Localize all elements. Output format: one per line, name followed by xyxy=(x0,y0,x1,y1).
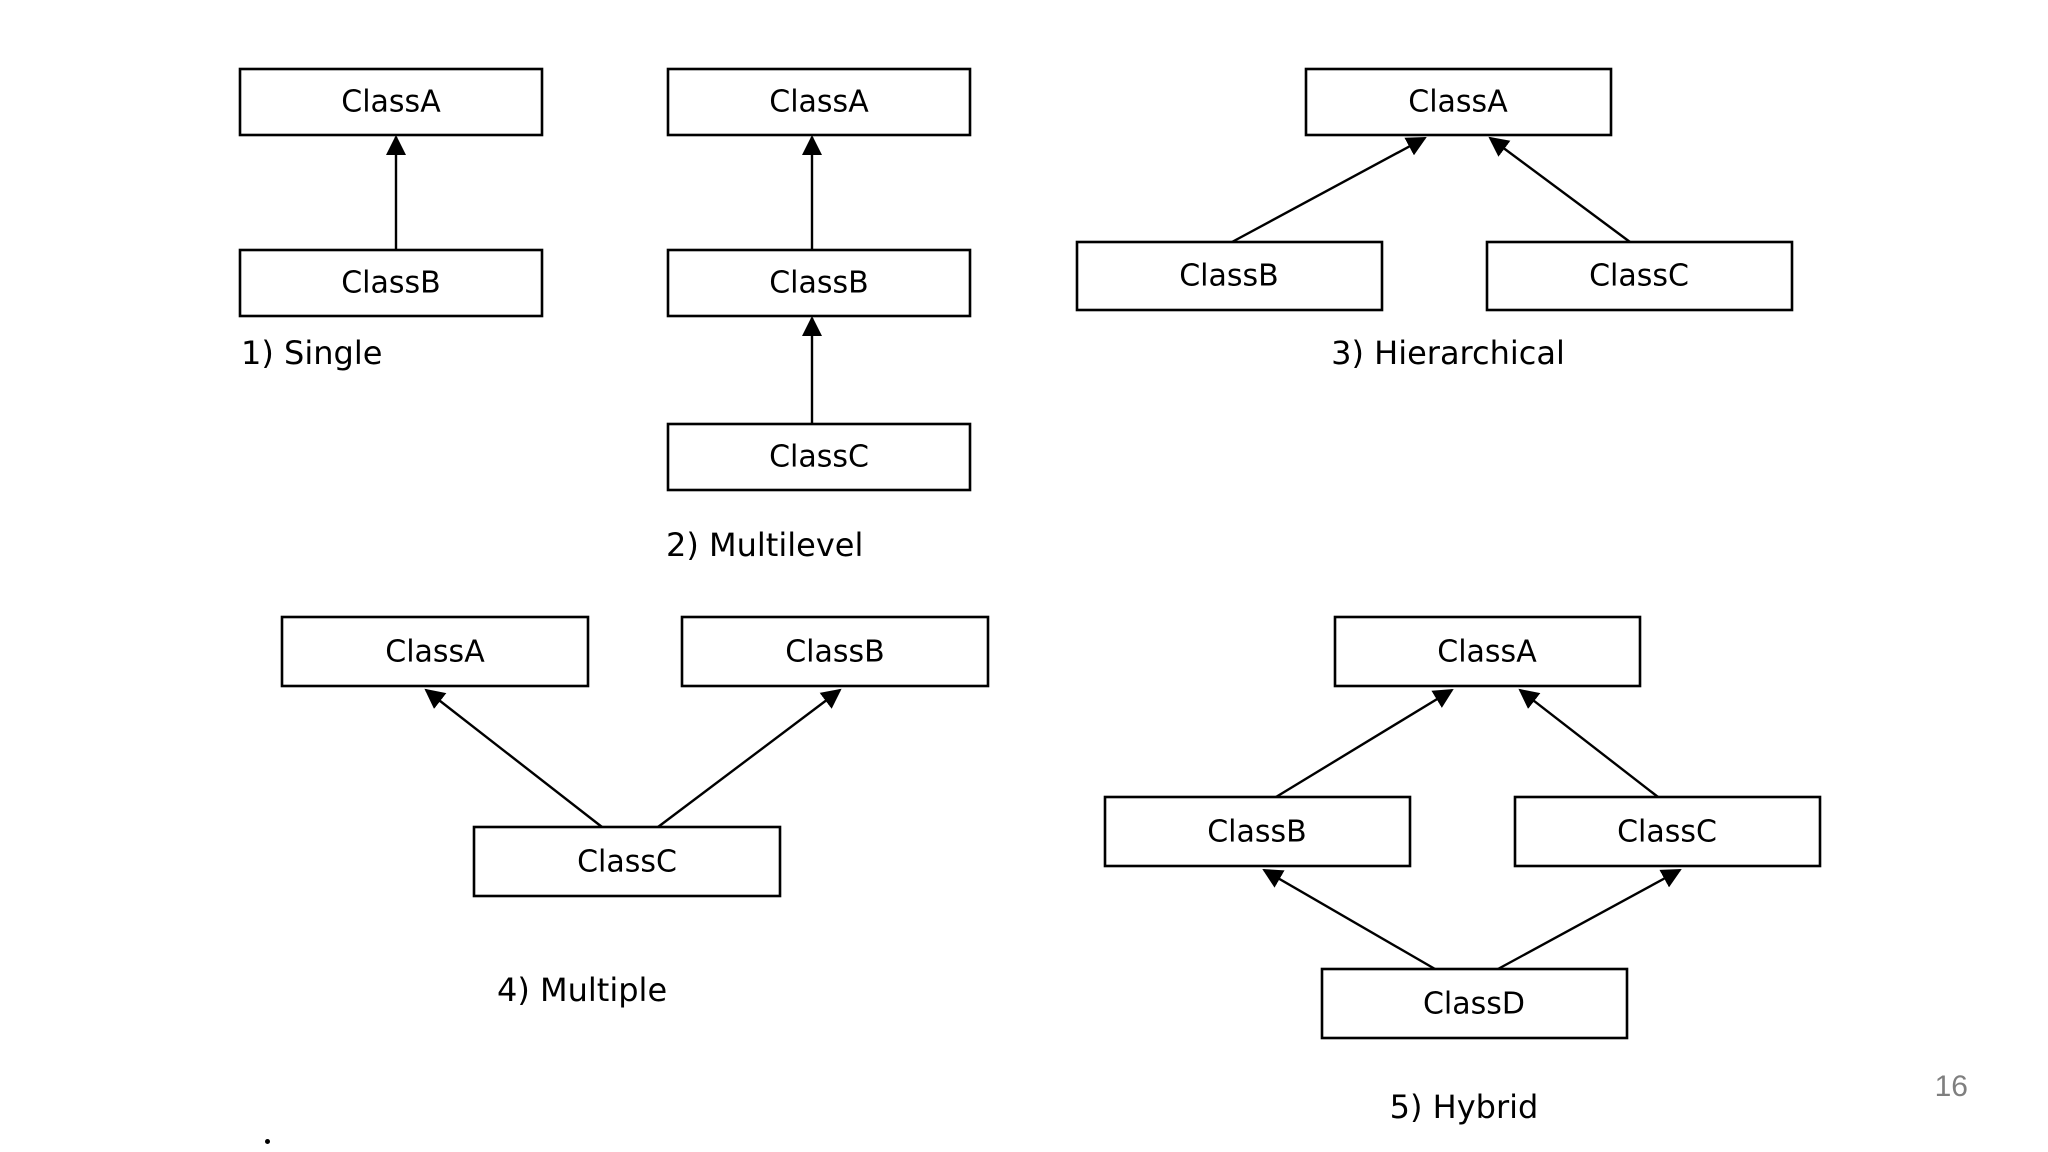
hierarchical-b-to-a-arrow xyxy=(1231,136,1427,244)
hierarchical-caption: 3) Hierarchical xyxy=(1331,334,1565,372)
single-class-a-label: ClassA xyxy=(341,85,441,120)
hierarchical-class-a-label: ClassA xyxy=(1408,85,1508,120)
multiple-c-to-a-arrow xyxy=(424,688,603,828)
hybrid-b-to-a-arrow xyxy=(1275,688,1454,799)
multilevel-caption: 2) Multilevel xyxy=(666,526,863,564)
hybrid-class-b-label: ClassB xyxy=(1207,815,1307,850)
hierarchical-class-b-label: ClassB xyxy=(1179,259,1279,294)
hierarchical-class-a-box: ClassA xyxy=(1304,67,1613,137)
hybrid-class-b-box: ClassB xyxy=(1103,795,1412,868)
hybrid-d-to-c-arrow xyxy=(1497,868,1682,971)
multilevel-class-b-label: ClassB xyxy=(769,266,869,301)
single-class-b-label: ClassB xyxy=(341,266,441,301)
hierarchical-class-c-label: ClassC xyxy=(1589,259,1689,294)
multilevel-class-b-box: ClassB xyxy=(666,248,972,318)
multiple-class-a-label: ClassA xyxy=(385,635,485,670)
multilevel-inheritance-diagram: ClassA ClassB ClassC 2) Multilevel xyxy=(666,67,972,564)
single-class-b-box: ClassB xyxy=(238,248,544,318)
hybrid-c-to-a-arrow xyxy=(1518,688,1659,798)
multiple-class-c-box: ClassC xyxy=(472,825,782,898)
hybrid-d-to-b-arrow xyxy=(1262,868,1436,971)
multilevel-class-a-label: ClassA xyxy=(769,85,869,120)
hierarchical-class-b-box: ClassB xyxy=(1075,240,1384,312)
multiple-c-to-b-arrow xyxy=(657,688,842,828)
multilevel-class-c-box: ClassC xyxy=(666,422,972,492)
single-caption: 1) Single xyxy=(241,334,382,372)
hierarchical-inheritance-diagram: ClassA ClassB ClassC 3) Hierarchical xyxy=(1075,67,1794,372)
single-inheritance-diagram: ClassA ClassB 1) Single xyxy=(238,67,544,372)
hybrid-class-a-box: ClassA xyxy=(1333,615,1642,688)
multiple-class-c-label: ClassC xyxy=(577,845,677,880)
hybrid-class-d-label: ClassD xyxy=(1423,987,1525,1022)
multiple-class-b-label: ClassB xyxy=(785,635,885,670)
hybrid-class-d-box: ClassD xyxy=(1320,967,1629,1040)
hybrid-class-c-label: ClassC xyxy=(1617,815,1717,850)
bullet-dot xyxy=(265,1139,270,1144)
multilevel-class-a-box: ClassA xyxy=(666,67,972,137)
hybrid-caption: 5) Hybrid xyxy=(1390,1088,1539,1126)
hierarchical-class-c-box: ClassC xyxy=(1485,240,1794,312)
multiple-class-a-box: ClassA xyxy=(280,615,590,688)
hierarchical-c-to-a-arrow xyxy=(1488,136,1631,243)
single-class-a-box: ClassA xyxy=(238,67,544,137)
hybrid-class-c-box: ClassC xyxy=(1513,795,1822,868)
multiple-inheritance-diagram: ClassA ClassB ClassC 4) Multiple xyxy=(280,615,990,1009)
multilevel-class-c-label: ClassC xyxy=(769,440,869,475)
hybrid-inheritance-diagram: ClassA ClassB ClassC ClassD 5) Hybrid xyxy=(1103,615,1822,1126)
hybrid-class-a-label: ClassA xyxy=(1437,635,1537,670)
multiple-caption: 4) Multiple xyxy=(497,971,667,1009)
multiple-class-b-box: ClassB xyxy=(680,615,990,688)
page-number: 16 xyxy=(1934,1070,1968,1103)
